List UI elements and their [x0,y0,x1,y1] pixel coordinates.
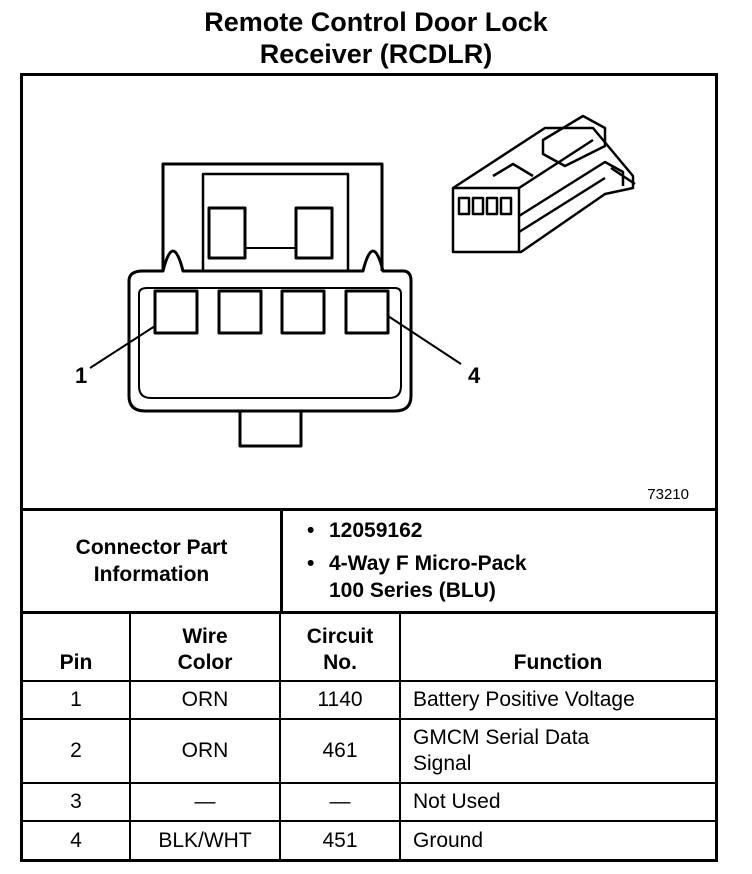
cell-function: GMCM Serial Data Signal [399,718,715,784]
cell-wire-color: — [129,782,281,822]
table-header-row: Pin Wire Color Circuit No. Function [23,614,715,682]
header-circuit-line-2: No. [323,651,357,674]
table-row: 2 ORN 461 GMCM Serial Data Signal [23,718,715,784]
cell-function-line-2: Signal [413,752,472,775]
header-wire-line-1: Wire [182,625,228,648]
bullet-icon: • [307,552,315,575]
cell-function: Not Used [399,782,715,822]
title-line-1: Remote Control Door Lock [204,7,548,37]
table-row: 1 ORN 1140 Battery Positive Voltage [23,680,715,720]
info-item-connector-type: • 4-Way F Micro-Pack 100 Series (BLU) [285,550,705,604]
connector-body-inner [138,287,402,399]
info-label-line-2: Information [93,563,210,586]
connector-drawing [89,114,636,448]
connector-figure: 1 4 73210 [23,76,715,511]
pin-cavity-2 [217,289,263,335]
cell-pin: 2 [23,718,131,784]
info-item-part-number: • 12059162 [285,517,705,544]
diagram-title: Remote Control Door Lock Receiver (RCDLR… [0,6,752,70]
connector-tab [238,411,303,448]
connector-part-info-label: Connector Part Information [23,511,283,611]
info-item-line: 12059162 [329,519,423,542]
title-line-2: Receiver (RCDLR) [259,39,493,69]
info-label-line-1: Connector Part [75,536,228,559]
cell-circuit: — [279,782,401,822]
cell-pin: 1 [23,680,131,720]
connector-part-info-list: • 12059162 • 4-Way F Micro-Pack 100 Seri… [285,517,705,610]
header-wire-color: Wire Color [129,614,281,682]
callout-pin-4: 4 [468,363,481,388]
cell-circuit: 451 [279,820,401,859]
header-pin: Pin [23,614,131,682]
header-function: Function [399,614,715,682]
connector-info-frame: 1 4 73210 Connector Part Information • 1… [20,73,718,862]
connector-body [127,249,413,413]
table-row: 4 BLK/WHT 451 Ground [23,820,715,859]
header-circuit-no: Circuit No. [279,614,401,682]
connector-latch [161,162,384,271]
cell-circuit: 1140 [279,680,401,720]
bullet-icon: • [307,519,315,542]
header-circuit-line-1: Circuit [306,625,374,648]
header-wire-line-2: Color [177,651,233,674]
connector-isometric-view [451,114,636,254]
leader-line-pin-4 [387,315,462,365]
callout-pin-1: 1 [75,363,88,388]
pin-cavity-4 [344,289,390,335]
cell-pin: 3 [23,782,131,822]
pinout-table: Pin Wire Color Circuit No. Function 1 OR… [23,614,715,859]
leader-line-pin-1 [89,325,156,369]
cell-pin: 4 [23,820,131,859]
cell-function: Ground [399,820,715,859]
cell-wire-color: BLK/WHT [129,820,281,859]
cell-function: Battery Positive Voltage [399,680,715,720]
info-item-line: 100 Series (BLU) [329,579,496,602]
info-item-line: 4-Way F Micro-Pack [329,552,527,575]
figure-number: 73210 [647,486,689,503]
latch-terminal-right [294,206,334,260]
pin-cavity-3 [280,289,326,335]
connector-part-info: Connector Part Information • 12059162 • … [23,511,715,614]
cell-wire-color: ORN [129,680,281,720]
table-row: 3 — — Not Used [23,782,715,822]
latch-terminal-left [207,206,247,260]
cell-circuit: 461 [279,718,401,784]
cell-function-line-1: GMCM Serial Data [413,726,590,749]
connector-latch-inner [201,172,350,271]
pin-cavity-1 [153,289,199,335]
cell-wire-color: ORN [129,718,281,784]
